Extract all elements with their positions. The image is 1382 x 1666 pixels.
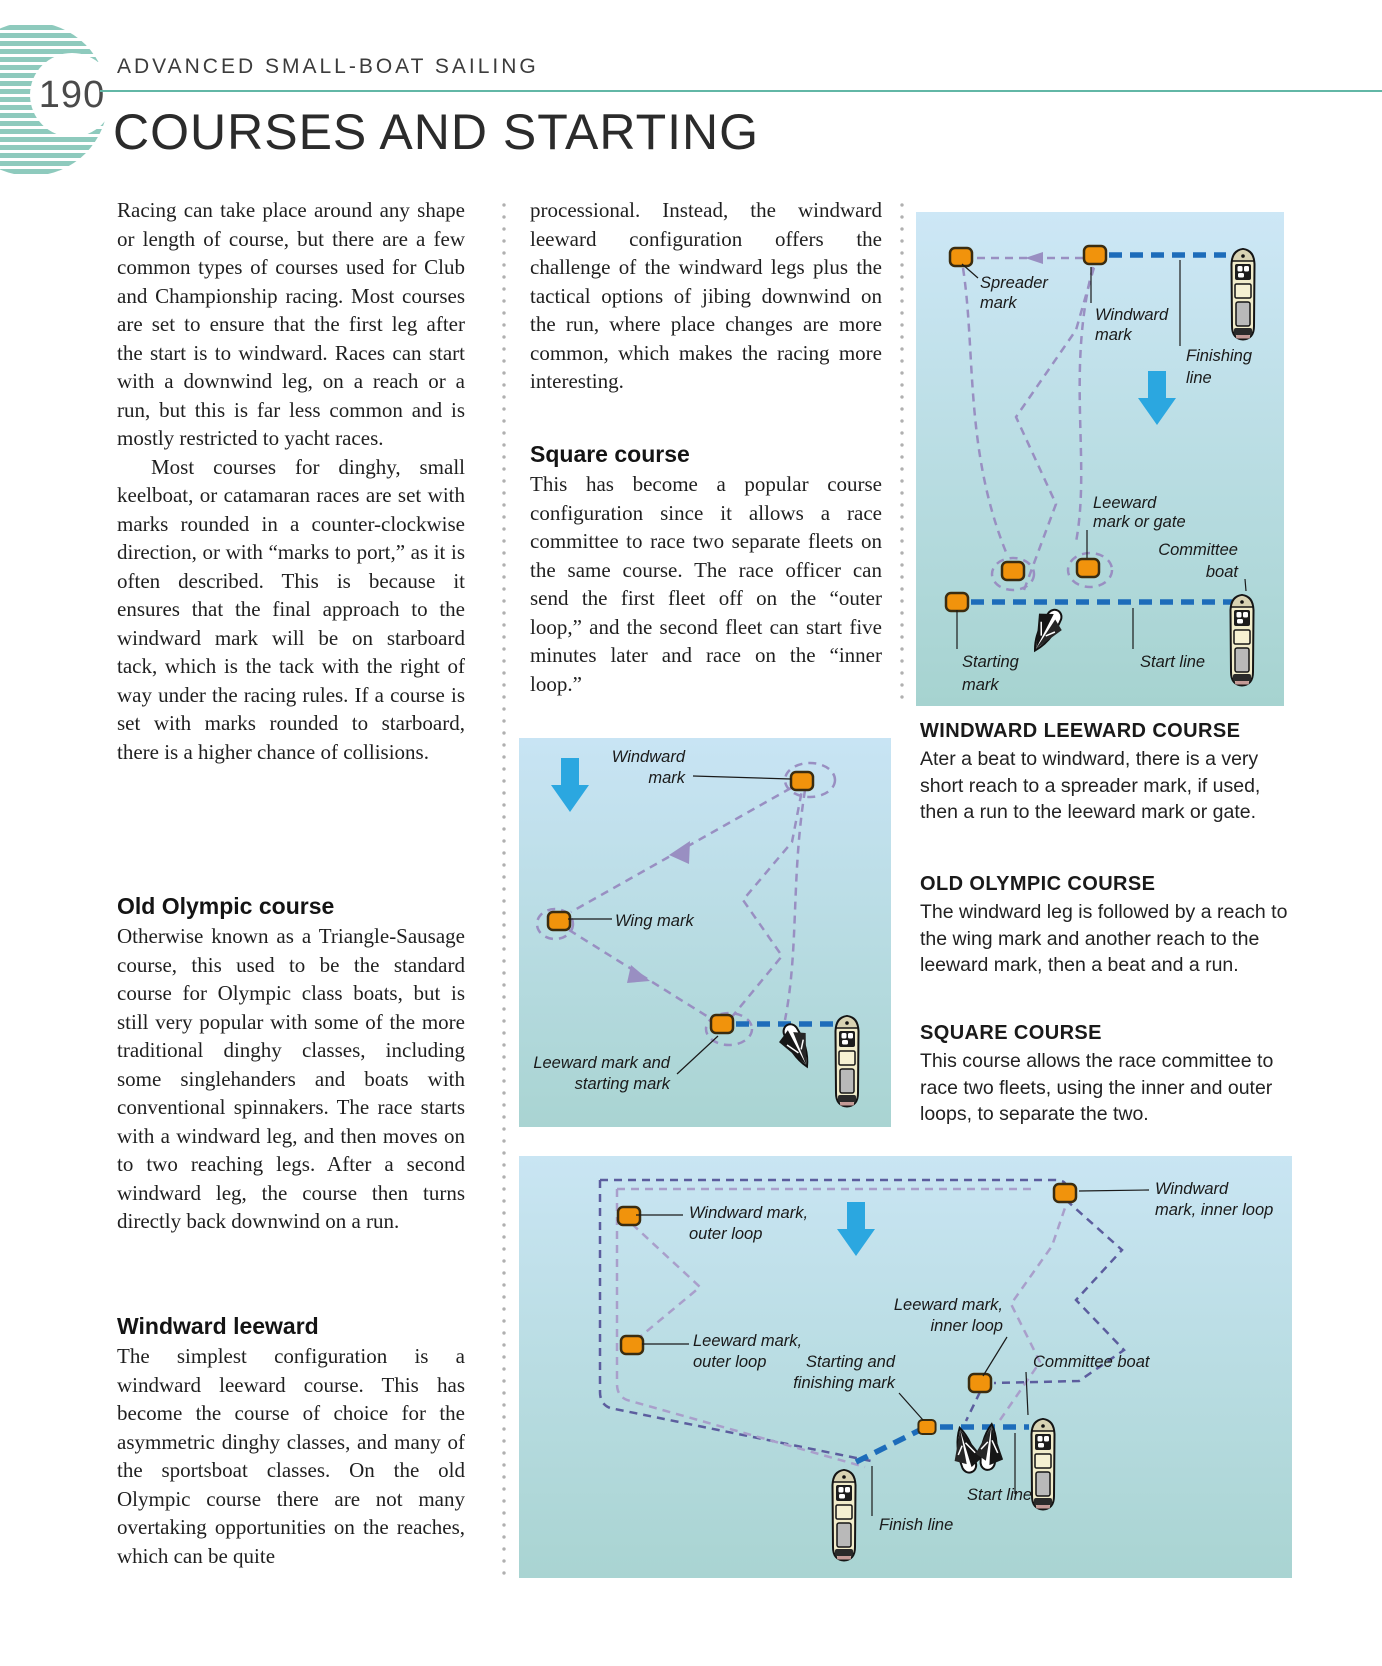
paragraph: Racing can take place around any shape o… — [117, 198, 465, 450]
finish-line — [854, 1426, 924, 1465]
course-direction-arrowhead — [1025, 252, 1043, 264]
leeward-starting-mark-label: Leeward mark and — [533, 1054, 670, 1072]
start-line-label: Start line — [1140, 653, 1205, 671]
leeward-gate-buoy — [1000, 560, 1026, 582]
windward-mark-label: Windward — [612, 748, 686, 766]
caption-body: Ater a beat to windward, there is a very… — [920, 748, 1261, 823]
spreader-mark-label: Spreader — [980, 274, 1049, 292]
caption-old-olympic: OLD OLYMPIC COURSE The windward leg is f… — [920, 873, 1298, 979]
diagram-old-olympic-course: Windward mark Wing mark Leeward mark and… — [519, 738, 891, 1127]
windward-mark-label: mark — [648, 769, 685, 787]
heading-square-course: Square course — [530, 441, 690, 467]
diagram-water-background — [519, 1156, 1292, 1578]
paragraph: Otherwise known as a Triangle-Sausage co… — [117, 924, 465, 1233]
leeward-starting-mark-label: starting mark — [575, 1075, 671, 1093]
leeward-mark-inner-label: Leeward mark, — [894, 1296, 1003, 1314]
paragraph: This has become a popular course configu… — [530, 472, 882, 696]
starting-mark-label: Starting — [962, 653, 1020, 671]
paragraph: processional. Instead, the windward leew… — [530, 198, 882, 393]
windward-mark-buoy — [1082, 244, 1108, 266]
page-title: COURSES AND STARTING — [113, 104, 760, 160]
starting-finishing-mark-label: finishing mark — [793, 1374, 896, 1392]
chapter-header: ADVANCED SMALL-BOAT SAILING — [117, 55, 539, 78]
spreader-mark-buoy — [948, 246, 974, 268]
caption-body: This course allows the race committee to… — [920, 1050, 1274, 1125]
committee-boat-icon — [834, 1015, 860, 1108]
starting-finishing-mark-label: Starting and — [806, 1353, 896, 1371]
finishing-line-label: Finishing — [1186, 347, 1253, 365]
finish-line-label: Finish line — [879, 1516, 953, 1534]
diagram-water-background — [519, 738, 891, 1127]
finishing-line-label: line — [1186, 369, 1212, 387]
committee-boat-icon — [1230, 248, 1256, 341]
windward-mark-label: mark — [1095, 326, 1132, 344]
heading-windward-leeward: Windward leeward — [117, 1313, 319, 1339]
leeward-mark-label: Leeward — [1093, 494, 1157, 512]
leeward-mark-outer-buoy — [619, 1334, 645, 1356]
course-direction-arrowhead — [627, 965, 650, 983]
diagram-windward-leeward-course: Spreader mark Windward mark Finishing li… — [916, 212, 1284, 706]
leeward-starting-mark-buoy — [709, 1013, 735, 1035]
wing-mark-buoy — [546, 910, 572, 932]
windward-mark-buoy — [789, 770, 815, 792]
caption-square: SQUARE COURSE This course allows the rac… — [920, 1022, 1298, 1128]
leeward-mark-inner-buoy — [967, 1372, 993, 1394]
windward-mark-outer-buoy — [616, 1205, 642, 1227]
committee-boat-icon — [831, 1469, 857, 1562]
windward-mark-inner-label: mark, inner loop — [1155, 1201, 1273, 1219]
label-pointer-lines — [636, 1189, 1150, 1516]
wing-mark-label: Wing mark — [615, 912, 694, 930]
committee-boat-icon — [1229, 594, 1255, 687]
caption-title: SQUARE COURSE — [920, 1022, 1102, 1044]
column-divider-right — [900, 203, 904, 705]
column-divider-left — [502, 203, 506, 1578]
caption-title: WINDWARD LEEWARD COURSE — [920, 720, 1241, 742]
course-direction-arrowhead — [669, 841, 690, 864]
page-number-text: 190 — [38, 73, 106, 116]
committee-boat-label: Committee boat — [1033, 1353, 1151, 1371]
leeward-mark-inner-label: inner loop — [931, 1317, 1003, 1335]
leeward-mark-label: mark or gate — [1093, 513, 1186, 531]
page-number: 190 — [30, 53, 114, 137]
caption-windward-leeward: WINDWARD LEEWARD COURSE Ater a beat to w… — [920, 720, 1298, 826]
caption-body: The windward leg is followed by a reach … — [920, 901, 1288, 976]
paragraph: The simplest configuration is a windward… — [117, 1344, 465, 1568]
label-pointer-lines — [956, 260, 1247, 649]
committee-boat-icon — [1030, 1418, 1056, 1511]
column1-paragraphs: The simplest configuration is a windward… — [117, 1342, 465, 1570]
committee-boat-label: boat — [1206, 563, 1240, 581]
column1-paragraphs: Otherwise known as a Triangle-Sausage co… — [117, 922, 465, 1236]
caption-title: OLD OLYMPIC COURSE — [920, 873, 1156, 895]
committee-boat-label: Committee — [1158, 541, 1238, 559]
diagram-water-background — [916, 212, 1284, 706]
start-line-label: Start line — [967, 1486, 1032, 1504]
leeward-mark-outer-label: Leeward mark, — [693, 1332, 802, 1350]
windward-mark-outer-label: outer loop — [689, 1225, 762, 1243]
leeward-mark-outer-label: outer loop — [693, 1353, 766, 1371]
column1-paragraphs: Racing can take place around any shape o… — [117, 196, 465, 766]
windward-mark-label: Windward — [1095, 306, 1169, 324]
starting-mark-label: mark — [962, 676, 999, 694]
starting-mark-buoy — [944, 591, 970, 613]
paragraph: Most courses for dinghy, small keelboat,… — [117, 454, 465, 764]
column2-paragraphs: This has become a popular course configu… — [530, 470, 882, 698]
heading-old-olympic-course: Old Olympic course — [117, 893, 335, 919]
spreader-mark-label: mark — [980, 294, 1017, 312]
course-path-lines — [961, 256, 1114, 592]
column2-paragraphs: processional. Instead, the windward leew… — [530, 196, 882, 396]
leeward-gate-buoy — [1075, 557, 1101, 579]
label-pointer-lines — [568, 775, 792, 1075]
windward-mark-outer-label: Windward mark, — [689, 1204, 808, 1222]
starting-finishing-mark-buoy — [917, 1419, 937, 1435]
windward-mark-inner-buoy — [1052, 1182, 1078, 1204]
windward-mark-inner-label: Windward — [1155, 1180, 1229, 1198]
diagram-square-course: Windward mark, outer loop Leeward mark, … — [519, 1156, 1292, 1578]
header-rule — [100, 90, 1382, 92]
